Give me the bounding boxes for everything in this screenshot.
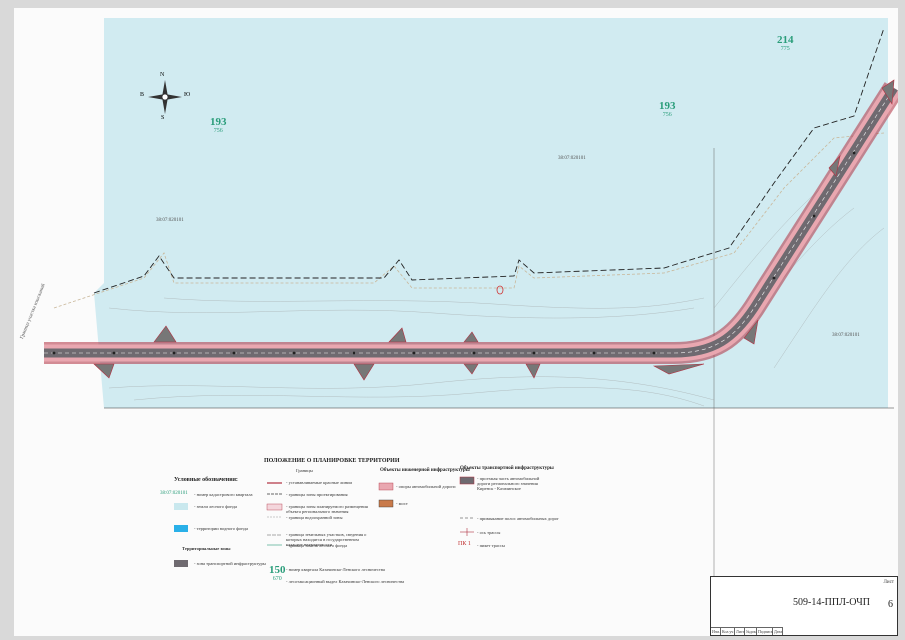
- junctions: [93, 79, 895, 381]
- document-code: 509-14-ППЛ-ОЧП: [793, 597, 870, 608]
- engineering-item: - опоры автомобильной дороги: [396, 484, 456, 489]
- planning-boundary: [53, 132, 885, 309]
- compass-rose-icon: [148, 80, 182, 114]
- sheet-number: 6: [888, 599, 893, 610]
- pk-sample: ПК 1: [458, 541, 471, 547]
- road-plan: [44, 18, 898, 636]
- tb-col: Лист: [735, 627, 745, 635]
- compass-east: Ю: [184, 92, 191, 98]
- title-block-columns: Изм. Кол.уч Лист №док. Подпись Дата: [711, 627, 783, 635]
- planning-subtitle: Границы: [296, 468, 313, 473]
- planning-item: - номер квартала Казачинско-Ленского лес…: [286, 567, 385, 572]
- tb-col: Кол.уч: [721, 627, 735, 635]
- planning-item: - устанавливаемые красные линии: [286, 480, 352, 485]
- forest-area: [94, 18, 888, 408]
- tb-col: Дата: [773, 627, 783, 635]
- tb-col: Подпись: [757, 627, 773, 635]
- planning-title: ПОЛОЖЕНИЕ О ПЛАНИРОВКЕ ТЕРРИТОРИИ: [264, 458, 400, 464]
- transport-item: - пикет трассы: [477, 543, 505, 548]
- legend-item: - территории водного фонда: [194, 526, 248, 531]
- planning-item: - граница земельных участков, сведения о…: [286, 532, 367, 547]
- parcel-boundary: [93, 27, 885, 294]
- planning-item: - границы зоны планируемого размещения о…: [286, 504, 368, 514]
- cadastral-label: 38:07:020101: [156, 218, 184, 223]
- legend-subtitle: Территориальные зоны: [182, 546, 231, 551]
- cadastral-label: 38:07:020101: [832, 333, 860, 338]
- compass: N S Ю В: [140, 72, 190, 122]
- title-block: 509-14-ППЛ-ОЧП Лист 6 Изм. Кол.уч Лист №…: [710, 576, 898, 636]
- engineering-title: Объекты инженерной инфраструктуры: [380, 468, 470, 473]
- legend-code-sample: 38:07:020101: [160, 491, 188, 496]
- forest-swatch: [174, 503, 188, 510]
- transport-item: - примыкание полос автомобильных дорог: [477, 516, 559, 521]
- legend-item: - номер кадастрового квартала: [194, 492, 253, 497]
- compass-west: В: [140, 92, 145, 98]
- planning-item: - граница земель лесного фонда: [286, 543, 348, 548]
- legend-title: Условные обозначения:: [174, 477, 238, 483]
- water-swatch: [174, 525, 188, 532]
- cadastral-label: 38:07:020101: [558, 156, 586, 161]
- tb-col: №док.: [745, 627, 757, 635]
- engineering-item: - мост: [396, 501, 408, 506]
- planning-item: - лесотаксационный выдел Казачинско-Ленс…: [286, 579, 405, 584]
- pickets: [52, 151, 856, 355]
- transport-item: - проезжая часть автомобильной дороги ре…: [477, 476, 540, 491]
- road: [44, 82, 898, 364]
- compass-south: S: [161, 115, 165, 121]
- planning-item: - границы зоны проектирования: [286, 492, 348, 497]
- sheet-label: Лист: [883, 580, 894, 585]
- planning-item: - граница водоохранной зоны: [286, 515, 343, 520]
- legend-item: - зона транспортной инфраструктуры: [194, 561, 266, 566]
- transport-title: Объекты транспортной инфраструктуры: [460, 466, 554, 471]
- lake: [496, 285, 504, 295]
- tb-col: Изм.: [711, 627, 721, 635]
- legend-item: - земли лесного фонда: [194, 504, 238, 509]
- compass-north: N: [160, 72, 165, 78]
- transport-item: - ось трассы: [477, 530, 501, 535]
- transport-zone-swatch: [174, 560, 188, 567]
